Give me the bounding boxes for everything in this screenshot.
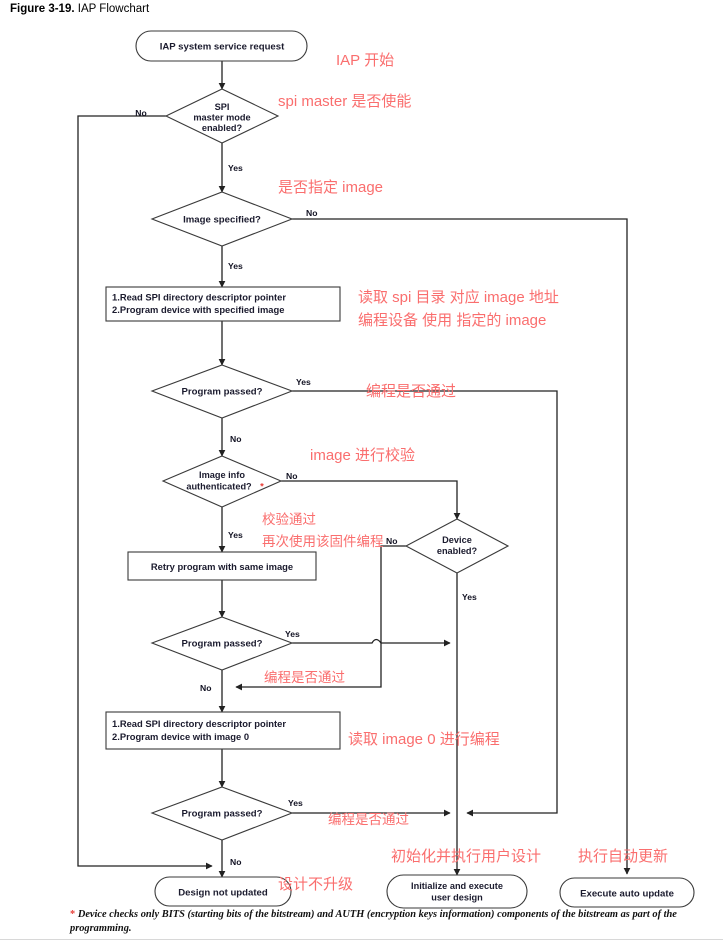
annotation-read-spi-line2: 编程设备 使用 指定的 image (358, 312, 546, 329)
node-spi-master-line1: SPI (215, 102, 230, 112)
node-execute-auto-update-terminal[interactable] (559, 877, 695, 908)
annotation-read-image0: 读取 image 0 进行编程 (348, 731, 500, 748)
connector-image-specified-no-to-auto-update (292, 218, 631, 875)
node-device-enabled-line1: Device (442, 535, 472, 545)
node-program-passed-2-label: Program passed? (181, 639, 262, 650)
edge-label-spi-no: No (135, 108, 146, 118)
figure-caption: Figure 3-19. IAP Flowchart (10, 3, 149, 15)
annotation-init-user-design: 初始化并执行用户设计 (391, 848, 541, 865)
figure-number: Figure 3-19. (10, 3, 75, 15)
node-program-passed-2-decision[interactable] (150, 616, 294, 671)
node-initialize-execute-line2: user design (431, 893, 483, 903)
bottom-divider (0, 939, 723, 940)
node-spi-master-line2: master mode (193, 113, 250, 123)
node-spi-master-line3: enabled? (202, 123, 243, 133)
annotation-image-verify: image 进行校验 (310, 447, 415, 464)
edge-label-program-passed-1-no: No (230, 434, 241, 444)
connector-image-info-auth-no-to-device-enabled (281, 480, 461, 520)
edge-label-device-enabled-yes: Yes (462, 592, 477, 602)
node-read-spi-specified-process[interactable] (105, 286, 341, 322)
annotation-program-pass-1: 编程是否通过 (366, 383, 456, 400)
edge-label-program-passed-3-no: No (230, 857, 241, 867)
node-program-passed-3-label: Program passed? (181, 809, 262, 820)
edge-label-program-passed-1-yes: Yes (296, 377, 311, 387)
node-start-terminal[interactable] (135, 30, 308, 62)
node-spi-master-decision[interactable] (164, 88, 280, 144)
edge-label-image-info-auth-no: No (286, 471, 297, 481)
edge-label-device-enabled-no: No (386, 536, 397, 546)
node-read-spi-image0-process[interactable] (105, 711, 341, 750)
node-image-info-auth-footnote-star: * (260, 481, 264, 492)
node-program-passed-1-label: Program passed? (181, 387, 262, 398)
node-program-passed-3-decision[interactable] (150, 786, 294, 841)
footnote: * Device checks only BITS (starting bits… (70, 908, 695, 937)
node-device-enabled-line2: enabled? (437, 546, 478, 556)
node-start-label: IAP system service request (160, 42, 285, 53)
annotation-spi-master-enable: spi master 是否使能 (278, 93, 411, 110)
node-image-specified-label: Image specified? (183, 215, 261, 226)
node-read-spi-image0-line2: 2.Program device with image 0 (112, 731, 249, 742)
annotation-design-not-upgraded: 设计不升级 (278, 876, 353, 893)
node-retry-program-label: Retry program with same image (151, 561, 293, 572)
node-design-not-updated-label: Design not updated (178, 888, 268, 899)
annotation-verify-pass-line1: 校验通过 (262, 511, 316, 527)
annotation-program-pass-2: 编程是否通过 (264, 670, 345, 685)
connector-device-enabled-no-to-program-passed-2-no (235, 545, 406, 691)
node-read-spi-image0-line1: 1.Read SPI directory descriptor pointer (112, 718, 286, 729)
node-image-info-auth-decision[interactable] (161, 455, 283, 508)
footnote-text: Device checks only BITS (starting bits o… (70, 909, 677, 935)
node-initialize-execute-line1: Initialize and execute (411, 881, 503, 891)
node-execute-auto-update-label: Execute auto update (580, 889, 674, 900)
edge-label-image-specified-yes: Yes (228, 261, 243, 271)
edge-label-program-passed-2-no: No (200, 683, 211, 693)
node-design-not-updated-terminal[interactable] (154, 876, 292, 907)
figure-title: IAP Flowchart (77, 3, 150, 15)
connector-spi-no-to-design-not-updated (77, 115, 213, 870)
connector-program-passed-2-yes-to-device-rail (292, 638, 451, 647)
annotation-verify-pass-line2: 再次使用该固件编程 (262, 533, 384, 549)
node-initialize-execute-terminal[interactable] (386, 874, 528, 909)
edge-label-spi-yes: Yes (228, 163, 243, 173)
node-retry-program-process[interactable] (127, 551, 317, 581)
connector-program-passed-1-yes-to-bottom-bus (292, 390, 558, 817)
edge-label-program-passed-2-yes: Yes (285, 629, 300, 639)
node-image-info-auth-line1: Image info (199, 470, 245, 480)
node-program-passed-1-decision[interactable] (150, 364, 294, 419)
edge-label-program-passed-3-yes: Yes (288, 798, 303, 808)
annotation-iap-start: IAP 开始 (336, 52, 394, 69)
node-image-specified-decision[interactable] (150, 191, 294, 247)
node-read-spi-specified-line2: 2.Program device with specified image (112, 304, 284, 315)
edge-label-image-info-auth-yes: Yes (228, 530, 243, 540)
annotation-image-specified: 是否指定 image (278, 179, 383, 196)
node-image-info-auth-line2: authenticated? (186, 482, 252, 492)
annotation-exec-auto-update: 执行自动更新 (578, 848, 668, 865)
annotation-read-spi-line1: 读取 spi 目录 对应 image 地址 (358, 288, 559, 306)
annotation-program-pass-3: 编程是否通过 (328, 812, 409, 827)
node-device-enabled-decision[interactable] (404, 518, 510, 574)
edge-label-image-specified-no: No (306, 208, 317, 218)
node-read-spi-specified-line1: 1.Read SPI directory descriptor pointer (112, 292, 286, 303)
footnote-marker: * (70, 909, 76, 920)
